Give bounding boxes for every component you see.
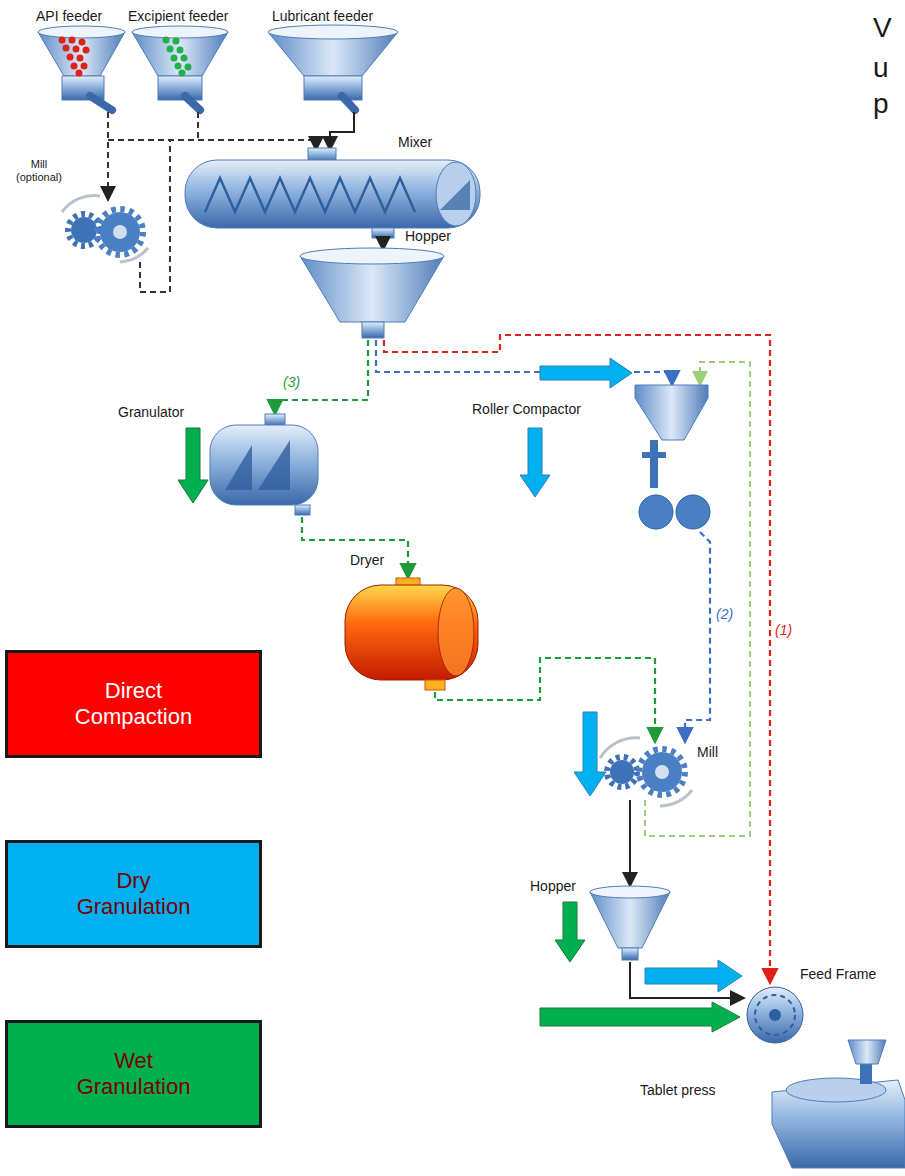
flow-arrow bbox=[178, 428, 208, 503]
callout-number: (1) bbox=[775, 622, 792, 638]
equipment-label: Tablet press bbox=[640, 1082, 715, 1098]
flow-arrow bbox=[555, 902, 585, 962]
feeder-label: Lubricant feeder bbox=[272, 8, 373, 24]
flow-arrow bbox=[540, 358, 632, 388]
mill-symbol bbox=[600, 738, 692, 806]
flow-arrow bbox=[540, 1002, 740, 1032]
equipment-label: Hopper bbox=[405, 228, 451, 244]
flow-arrow bbox=[645, 960, 742, 992]
roller-compactor-symbol bbox=[635, 385, 710, 529]
hopper-symbol bbox=[300, 248, 444, 338]
hopper-symbol bbox=[590, 886, 670, 960]
wet-route bbox=[275, 340, 368, 412]
equipment-label: Granulator bbox=[118, 404, 184, 420]
equipment-label: Feed Frame bbox=[800, 966, 876, 982]
equipment-label: Mixer bbox=[398, 134, 432, 150]
api-feeder bbox=[38, 26, 125, 110]
equipment-label: Hopper bbox=[530, 878, 576, 894]
mixer-symbol bbox=[185, 148, 480, 248]
equipment-label: Dryer bbox=[350, 552, 384, 568]
cut-off-text: p bbox=[873, 88, 889, 120]
excipient-feeder bbox=[132, 26, 228, 110]
tablet-press-symbol bbox=[772, 1040, 905, 1168]
equipment-label: Mill (optional) bbox=[8, 158, 70, 183]
feed-line bbox=[629, 800, 631, 884]
dryer-symbol bbox=[345, 578, 478, 690]
feeder-label: API feeder bbox=[36, 8, 102, 24]
route-name: Dry Granulation bbox=[59, 868, 209, 921]
callout-number: (2) bbox=[716, 606, 733, 622]
direct-route bbox=[384, 335, 770, 981]
route-box: Wet Granulation bbox=[5, 1020, 262, 1128]
feed-line bbox=[330, 112, 354, 148]
wet-route bbox=[435, 658, 655, 740]
route-box: Direct Compaction bbox=[5, 650, 262, 758]
flow-arrow bbox=[520, 428, 550, 497]
route-box: Dry Granulation bbox=[5, 840, 262, 948]
route-name: Wet Granulation bbox=[59, 1048, 209, 1101]
cut-off-text: u bbox=[873, 52, 889, 84]
equipment-label: Mill bbox=[697, 744, 718, 760]
granulator-symbol bbox=[210, 414, 318, 515]
dry-route bbox=[685, 532, 710, 740]
equipment-label: Roller Compactor bbox=[472, 401, 581, 417]
route-name: Direct Compaction bbox=[59, 678, 209, 731]
lubricant-feeder bbox=[268, 25, 398, 110]
callout-number: (3) bbox=[283, 374, 300, 390]
mill-symbol bbox=[62, 196, 148, 262]
feeder-label: Excipient feeder bbox=[128, 8, 228, 24]
cut-off-text: V bbox=[873, 12, 892, 44]
wet-route bbox=[302, 517, 408, 576]
feed-frame-symbol bbox=[747, 987, 803, 1043]
